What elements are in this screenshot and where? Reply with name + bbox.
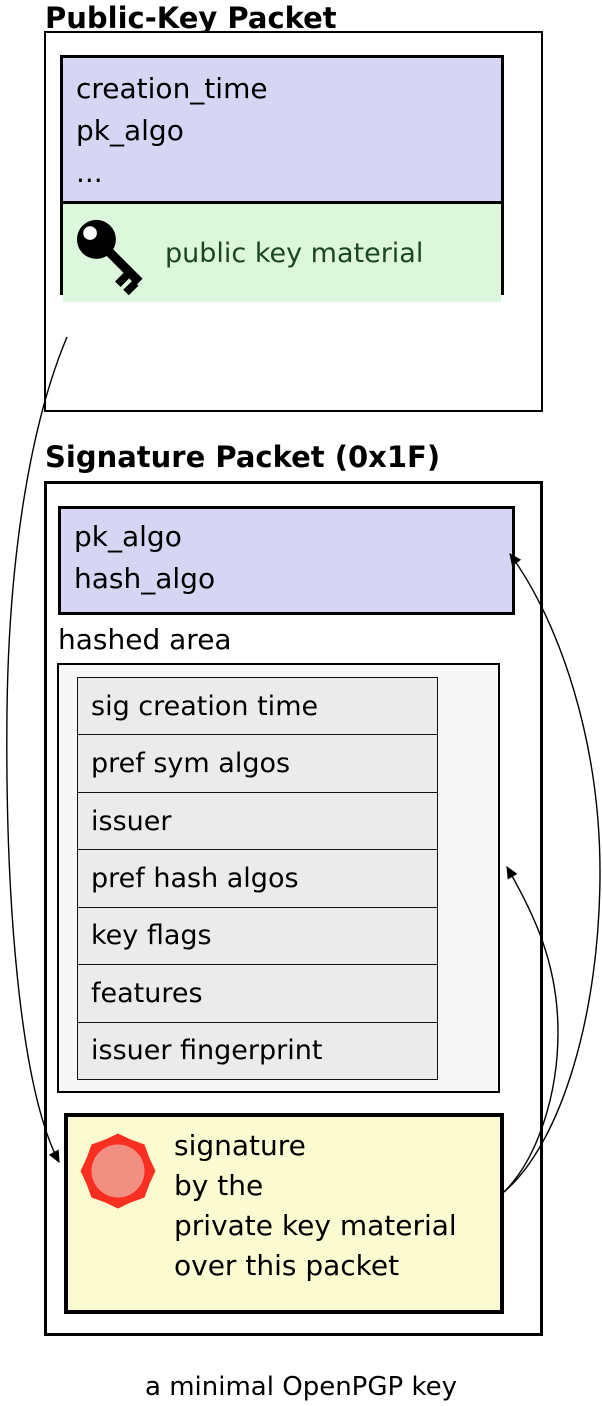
field-ellipsis: ... bbox=[76, 156, 103, 189]
public-key-material-section: public key material bbox=[63, 204, 501, 302]
field-sig-pk-algo: pk_algo bbox=[74, 520, 182, 553]
subpacket-issuer: issuer bbox=[78, 791, 437, 850]
hashed-area-label: hashed area bbox=[58, 623, 232, 656]
signature-line-2: by the bbox=[174, 1169, 264, 1202]
public-key-packet-title: Public-Key Packet bbox=[45, 1, 337, 35]
field-creation-time: creation_time bbox=[76, 72, 268, 105]
signature-value-box: signature by the private key material ov… bbox=[64, 1113, 504, 1314]
signature-packet-title: Signature Packet (0x1F) bbox=[45, 440, 441, 474]
signature-line-3: private key material bbox=[174, 1209, 457, 1242]
subpacket-issuer-fingerprint: issuer fingerprint bbox=[78, 1021, 437, 1079]
subpacket-pref-sym-algos: pref sym algos bbox=[78, 734, 437, 792]
signature-line-4: over this packet bbox=[174, 1249, 400, 1282]
field-hash-algo: hash_algo bbox=[74, 562, 216, 595]
subpacket-pref-hash-algos: pref hash algos bbox=[78, 849, 437, 907]
signature-line-1: signature bbox=[174, 1129, 306, 1162]
subpacket-sig-creation-time: sig creation time bbox=[78, 678, 437, 735]
diagram-caption: a minimal OpenPGP key bbox=[145, 1372, 457, 1402]
field-pk-algo: pk_algo bbox=[76, 114, 184, 147]
signature-algo-box: pk_algo hash_algo bbox=[58, 506, 515, 615]
key-icon bbox=[76, 219, 143, 296]
public-key-material-label: public key material bbox=[165, 237, 424, 269]
key-hole bbox=[83, 226, 97, 240]
subpacket-table: sig creation time pref sym algos issuer … bbox=[77, 677, 438, 1080]
seal-icon bbox=[80, 1133, 156, 1209]
subpacket-key-flags: key flags bbox=[78, 906, 437, 965]
subpacket-features: features bbox=[78, 964, 437, 1022]
public-key-contents-box: creation_time pk_algo ... public key mat… bbox=[60, 55, 504, 302]
signature-description: signature by the private key material ov… bbox=[174, 1126, 457, 1286]
public-key-fields-section: creation_time pk_algo ... bbox=[63, 58, 501, 204]
public-key-packet-box: creation_time pk_algo ... public key mat… bbox=[44, 31, 543, 412]
